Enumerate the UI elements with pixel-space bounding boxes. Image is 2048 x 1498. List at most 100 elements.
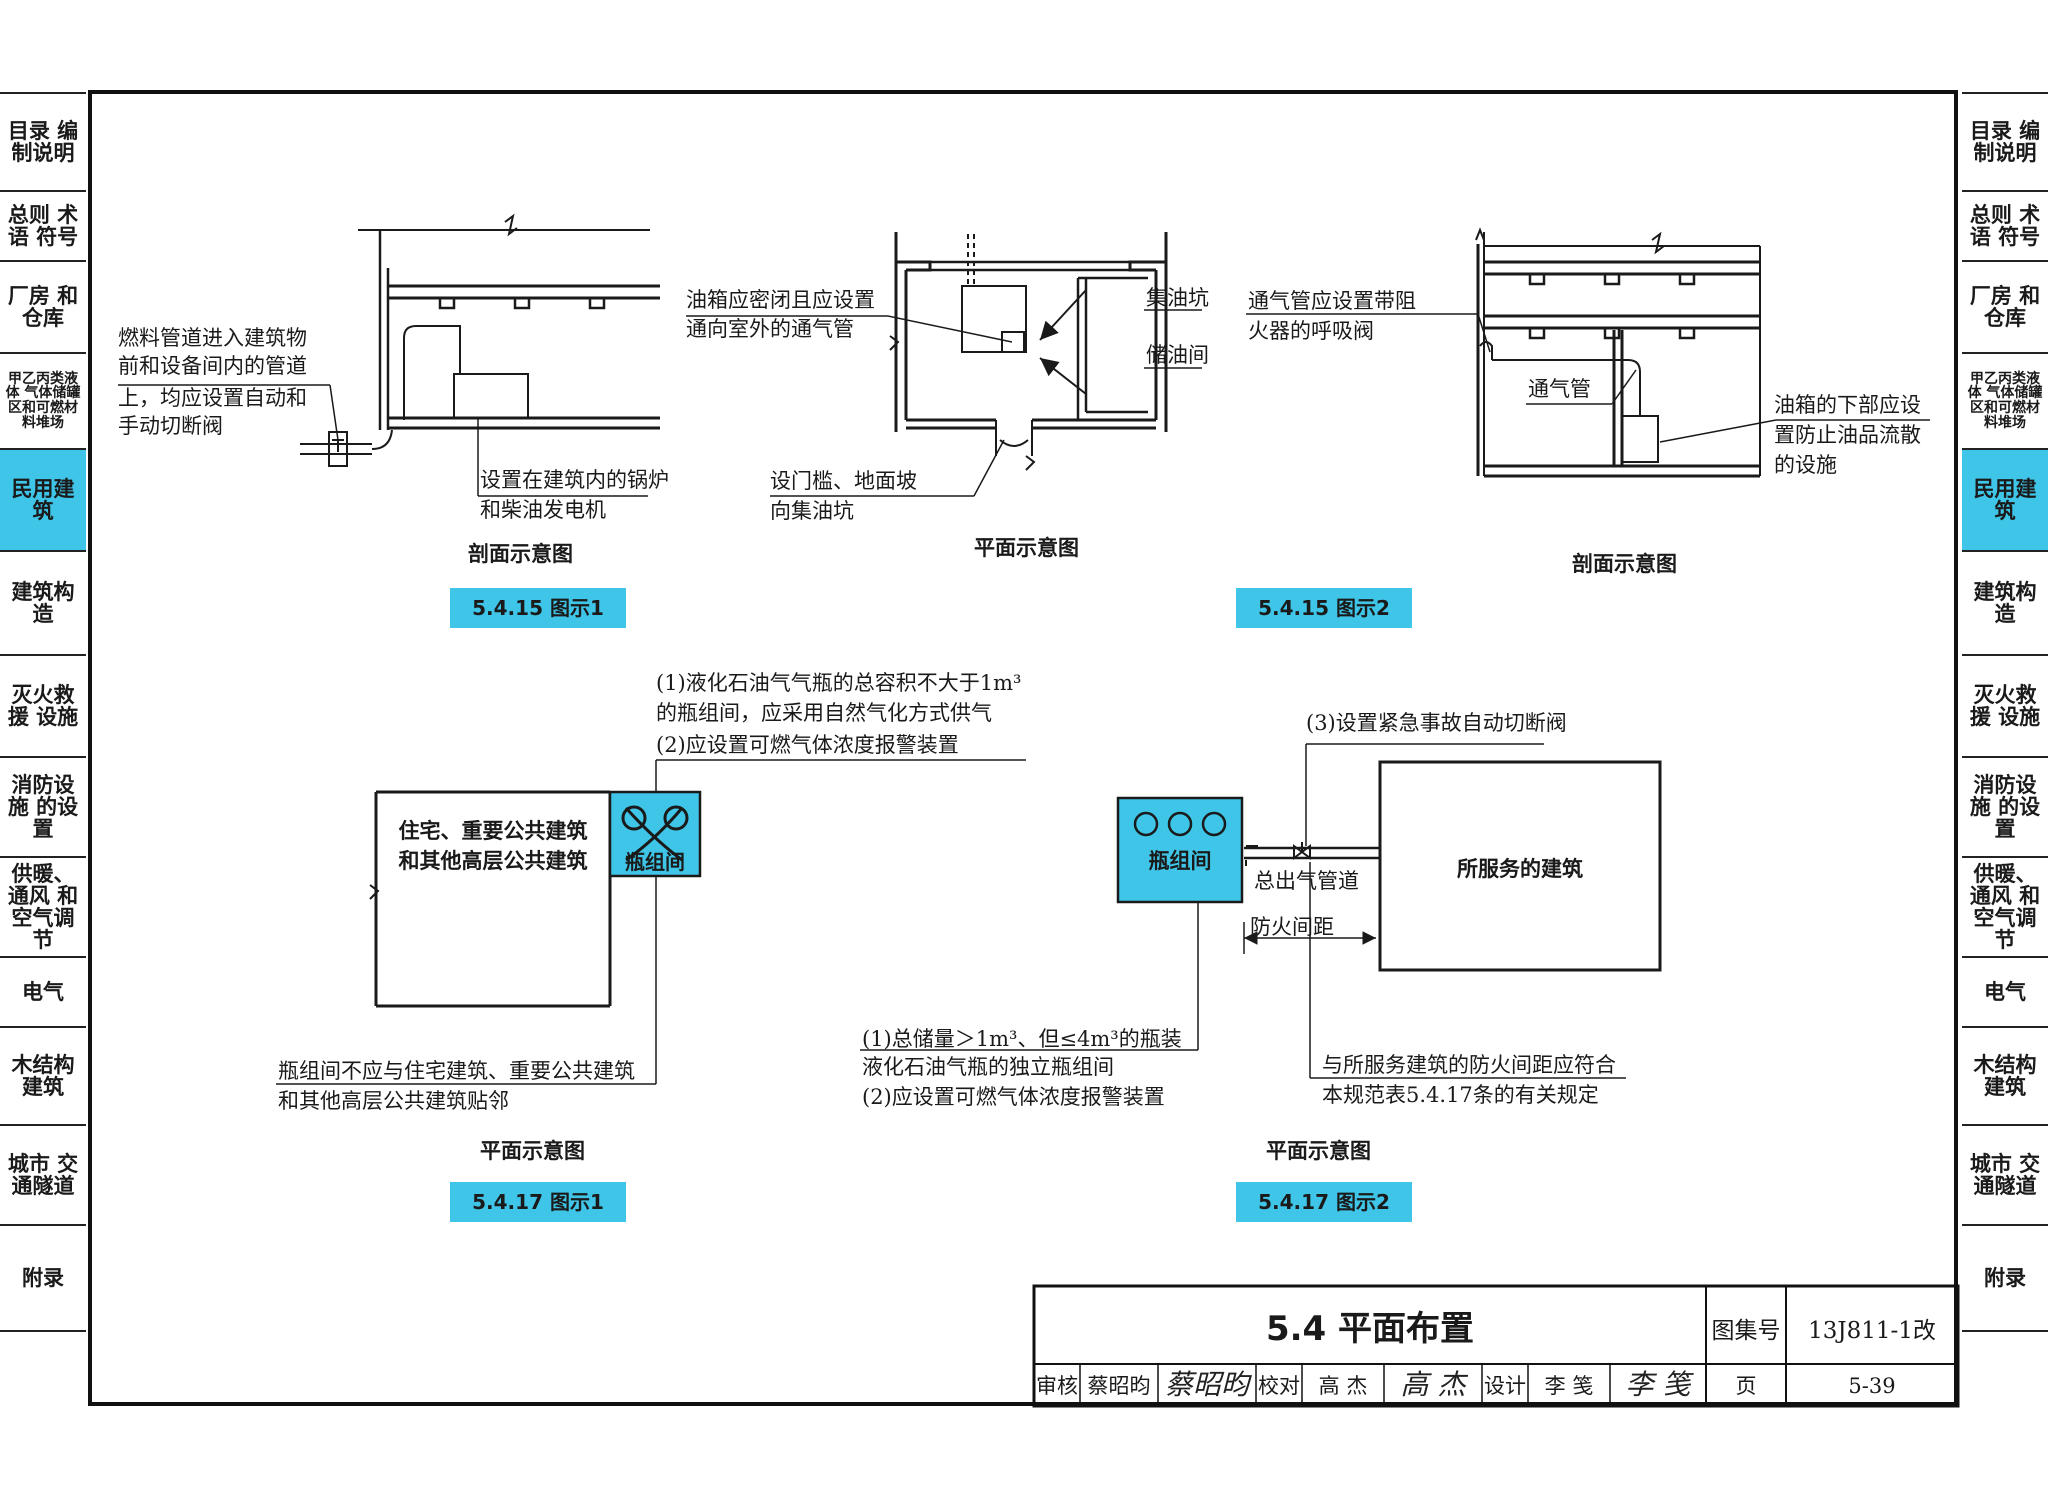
tank-bottom-note-line: 的设施 bbox=[1774, 453, 1837, 477]
chapter-tab[interactable]: 灭火救援 设施 bbox=[1962, 656, 2048, 758]
chapter-tab-label: 电气 bbox=[22, 979, 64, 1004]
caption-5-4-17-2: 5.4.17 图示2 bbox=[1236, 1182, 1412, 1222]
chapter-tab[interactable]: 附录 bbox=[0, 1226, 86, 1332]
chapter-tab[interactable]: 厂房 和仓库 bbox=[1962, 262, 2048, 354]
checker-signature: 高 杰 bbox=[1401, 1368, 1469, 1401]
fig-5-4-15-3-section bbox=[1246, 227, 1930, 478]
boiler-note-line: 和柴油发电机 bbox=[480, 498, 606, 522]
chapter-tab-label: 供暖、通风 和空气调节 bbox=[1969, 861, 2041, 953]
tank-bottom-note-line: 置防止油品流散 bbox=[1774, 423, 1921, 447]
review-label: 审核 bbox=[1036, 1374, 1078, 1398]
chapter-tab-label: 消防设施 的设置 bbox=[7, 772, 79, 842]
lpg-note-line: (2)应设置可燃气体浓度报警装置 bbox=[656, 733, 959, 757]
title-block: 5.4 平面布置 图集号 13J811-1改 审核 蔡昭昀 蔡昭昀 校对 高 杰… bbox=[1032, 1284, 1960, 1408]
building-label-line: 和其他高层公共建筑 bbox=[399, 849, 588, 873]
reviewer-signature: 蔡昭昀 bbox=[1165, 1368, 1252, 1401]
chapter-tab[interactable]: 甲乙丙类液体 气体储罐区和可燃材料堆场 bbox=[0, 354, 86, 450]
chapter-tab[interactable]: 城市 交通隧道 bbox=[1962, 1126, 2048, 1226]
atlas-label: 图集号 bbox=[1712, 1318, 1781, 1344]
caption-5-4-15-2: 5.4.15 图示2 bbox=[1236, 588, 1412, 628]
chapter-tab-label: 甲乙丙类液体 气体储罐区和可燃材料堆场 bbox=[5, 370, 81, 431]
oil-pit-label: 集油坑 bbox=[1146, 286, 1209, 310]
chapter-tab[interactable]: 电气 bbox=[0, 958, 86, 1028]
page-label: 页 bbox=[1736, 1374, 1757, 1398]
chapter-tab-label: 总则 术语 符号 bbox=[1969, 202, 2041, 249]
chapter-tab[interactable]: 民用建筑 bbox=[0, 450, 86, 552]
fig-5-4-17-2-plan bbox=[860, 743, 1662, 1079]
oil-storage-label: 储油间 bbox=[1146, 343, 1209, 367]
chapter-tab-label: 附录 bbox=[1984, 1265, 2026, 1290]
storage-note-line: 液化石油气瓶的独立瓶组间 bbox=[862, 1055, 1114, 1079]
threshold-note-line: 向集油坑 bbox=[770, 499, 854, 523]
vent-note-line: 火器的呼吸阀 bbox=[1248, 319, 1374, 343]
chapter-tab[interactable]: 附录 bbox=[1962, 1226, 2048, 1332]
lpg-note-line: (1)液化石油气气瓶的总容积不大于1m³ bbox=[656, 671, 1021, 695]
chapter-tab[interactable]: 供暖、通风 和空气调节 bbox=[0, 858, 86, 958]
designer-signature: 李 笺 bbox=[1626, 1368, 1695, 1401]
fig-5-4-17-1-texts: (1)液化石油气气瓶的总容积不大于1m³ 的瓶组间，应采用自然气化方式供气 (2… bbox=[278, 671, 1021, 1163]
fig1-caption: 剖面示意图 bbox=[468, 542, 573, 566]
chapter-tab-label: 建筑构造 bbox=[1973, 579, 2037, 626]
chapter-tab[interactable]: 消防设施 的设置 bbox=[1962, 758, 2048, 858]
chapter-tab[interactable]: 厂房 和仓库 bbox=[0, 262, 86, 354]
distance-note-line: 与所服务建筑的防火间距应符合 bbox=[1322, 1053, 1616, 1077]
fuel-pipe-note-line: 前和设备间内的管道 bbox=[118, 354, 307, 378]
caption-5-4-17-1: 5.4.17 图示1 bbox=[450, 1182, 626, 1222]
served-building-label: 所服务的建筑 bbox=[1457, 857, 1583, 881]
oil-tank-note-line: 通向室外的通气管 bbox=[686, 317, 854, 341]
chapter-tab[interactable]: 甲乙丙类液体 气体储罐区和可燃材料堆场 bbox=[1962, 354, 2048, 450]
chapter-tab-label: 城市 交通隧道 bbox=[7, 1151, 79, 1198]
fig-5-4-15-3-texts: 通气管应设置带阻 火器的呼吸阀 通气管 油箱的下部应设 置防止油品流散 的设施 … bbox=[1248, 289, 1921, 576]
cylinder-circle-icon bbox=[1133, 811, 1159, 837]
caption-label: 5.4.17 图示2 bbox=[1258, 1190, 1390, 1214]
page-number: 5-39 bbox=[1848, 1374, 1895, 1398]
fig5-caption: 平面示意图 bbox=[1266, 1139, 1371, 1163]
chapter-tab[interactable]: 建筑构造 bbox=[1962, 552, 2048, 656]
chapter-tab[interactable]: 供暖、通风 和空气调节 bbox=[1962, 858, 2048, 958]
chapter-tab[interactable]: 电气 bbox=[1962, 958, 2048, 1028]
check-label: 校对 bbox=[1258, 1374, 1300, 1398]
fuel-pipe-note-line: 上，均应设置自动和 bbox=[118, 386, 307, 410]
chapter-tab-label: 厂房 和仓库 bbox=[1969, 283, 2041, 330]
fig3-caption: 剖面示意图 bbox=[1572, 552, 1677, 576]
caption-5-4-15-1: 5.4.15 图示1 bbox=[450, 588, 626, 628]
sheet-title: 5.4 平面布置 bbox=[1266, 1309, 1474, 1349]
boiler-note-line: 设置在建筑内的锅炉 bbox=[480, 468, 669, 492]
oil-tank-note-line: 油箱应密闭且应设置 bbox=[686, 288, 875, 312]
chapter-tab[interactable]: 木结构 建筑 bbox=[1962, 1028, 2048, 1126]
chapter-tab[interactable]: 总则 术语 符号 bbox=[0, 192, 86, 262]
fig-5-4-17-2-texts: (3)设置紧急事故自动切断阀 总出气管道 防火间距 所服务的建筑 (1)总储量＞… bbox=[862, 711, 1616, 1163]
threshold-note-line: 设门槛、地面坡 bbox=[770, 469, 917, 493]
cylinder-room-label: 瓶组间 bbox=[1149, 849, 1212, 873]
chapter-tab[interactable]: 目录 编制说明 bbox=[1962, 94, 2048, 192]
chapter-tab-label: 电气 bbox=[1984, 979, 2026, 1004]
designer-name: 李 笺 bbox=[1545, 1374, 1594, 1398]
chapter-tab-label: 木结构 建筑 bbox=[11, 1052, 75, 1099]
fuel-pipe-note-line: 燃料管道进入建筑物 bbox=[118, 326, 307, 350]
storage-note-line: (2)应设置可燃气体浓度报警装置 bbox=[862, 1085, 1165, 1109]
chapter-tab[interactable]: 总则 术语 符号 bbox=[1962, 192, 2048, 262]
chapter-tab[interactable]: 灭火救援 设施 bbox=[0, 656, 86, 758]
emergency-valve-note: (3)设置紧急事故自动切断阀 bbox=[1306, 711, 1567, 735]
chapter-tab-label: 消防设施 的设置 bbox=[1969, 772, 2041, 842]
chapter-tab[interactable]: 建筑构造 bbox=[0, 552, 86, 656]
fuel-pipe-note-line: 手动切断阀 bbox=[118, 414, 223, 438]
checker-name: 高 杰 bbox=[1319, 1374, 1368, 1398]
caption-label: 5.4.15 图示2 bbox=[1258, 596, 1390, 620]
chapter-tab-label: 附录 bbox=[22, 1265, 64, 1290]
chapter-tab[interactable]: 目录 编制说明 bbox=[0, 94, 86, 192]
chapter-tab-label: 甲乙丙类液体 气体储罐区和可燃材料堆场 bbox=[1967, 370, 2043, 431]
adjacency-note-line: 瓶组间不应与住宅建筑、重要公共建筑 bbox=[278, 1059, 635, 1083]
chapter-tab-label: 目录 编制说明 bbox=[7, 118, 79, 165]
cylinder-circle-icon bbox=[1167, 811, 1193, 837]
chapter-tab[interactable]: 木结构 建筑 bbox=[0, 1028, 86, 1126]
design-label: 设计 bbox=[1484, 1374, 1526, 1398]
chapter-tab[interactable]: 消防设施 的设置 bbox=[0, 758, 86, 858]
chapter-tab[interactable]: 城市 交通隧道 bbox=[0, 1126, 86, 1226]
fig-5-4-15-2-texts: 油箱应密闭且应设置 通向室外的通气管 集油坑 储油间 设门槛、地面坡 向集油坑 … bbox=[686, 286, 1209, 560]
chapter-tab-label: 总则 术语 符号 bbox=[7, 202, 79, 249]
distance-note-line: 本规范表5.4.17条的有关规定 bbox=[1322, 1083, 1599, 1107]
fire-distance-label: 防火间距 bbox=[1250, 915, 1334, 939]
chapter-tab[interactable]: 民用建筑 bbox=[1962, 450, 2048, 552]
cylinder-room-2: 瓶组间 bbox=[1116, 796, 1244, 904]
